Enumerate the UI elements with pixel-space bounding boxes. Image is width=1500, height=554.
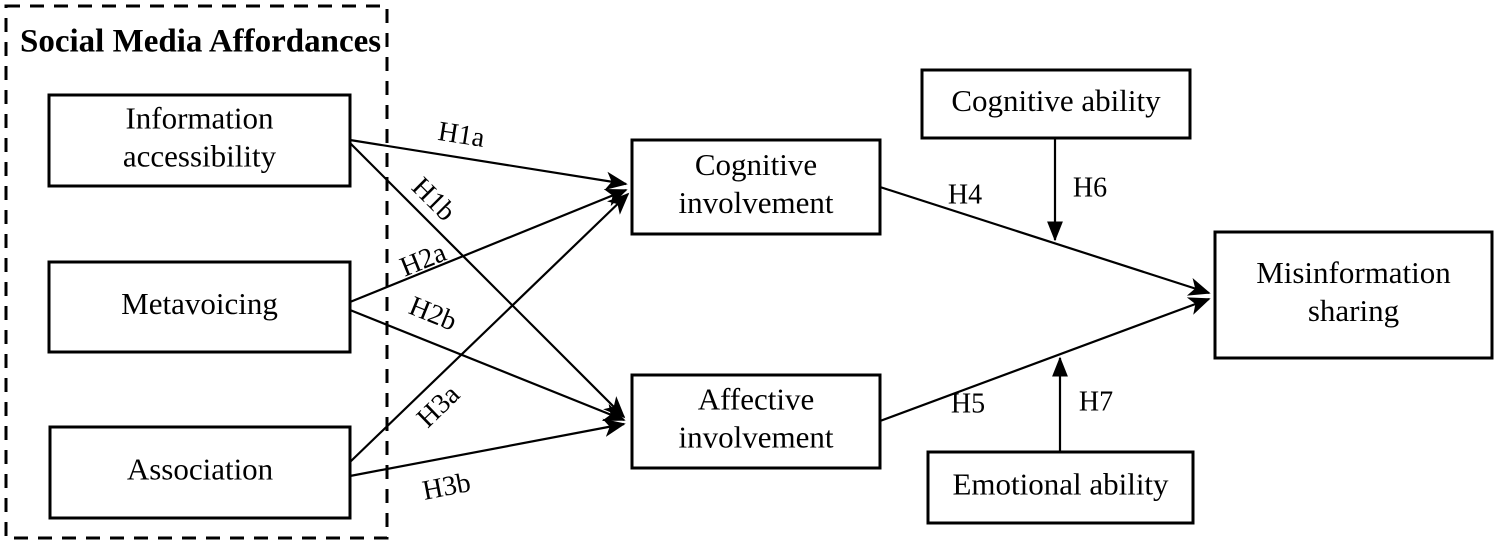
node-label-emotional-ability-line1: Emotional ability: [952, 467, 1169, 502]
social-media-affordances-group: Social Media Affordances: [4, 4, 389, 540]
edge-h3b: [349, 418, 626, 478]
edge-h2b: [349, 308, 626, 422]
group-title: Social Media Affordances: [20, 24, 381, 60]
node-label-association-line1: Association: [127, 452, 274, 487]
edge-h2a: [349, 188, 628, 304]
node-label-cognitive-involvement-line1: Cognitive: [695, 147, 817, 182]
edges-layer: [349, 138, 1211, 478]
node-label-cognitive-ability-line1: Cognitive ability: [951, 83, 1161, 118]
edge-label-h3b: H3b: [420, 467, 473, 507]
node-box-misinformation-sharing[interactable]: [1213, 230, 1494, 360]
node-metavoicing[interactable]: Metavoicing: [47, 260, 352, 354]
edge-label-h6: H6: [1073, 172, 1107, 203]
edge-h4: [879, 185, 1211, 296]
edge-label-h5: H5: [951, 388, 985, 419]
edge-h3a: [349, 192, 630, 463]
node-label-affective-involvement-line2: involvement: [679, 420, 834, 455]
node-box-affective-involvement[interactable]: [630, 373, 882, 470]
node-cognitive-ability[interactable]: Cognitive ability: [920, 68, 1192, 140]
node-box-cognitive-ability[interactable]: [920, 68, 1192, 140]
group-dashed-border: [4, 4, 389, 540]
node-box-information-accessibility[interactable]: [47, 93, 352, 188]
node-label-misinformation-sharing-line2: sharing: [1308, 293, 1399, 328]
node-label-metavoicing-line1: Metavoicing: [121, 286, 278, 321]
edge-label-h1b: H1b: [405, 172, 461, 228]
node-association[interactable]: Association: [48, 425, 352, 520]
node-box-metavoicing[interactable]: [47, 260, 352, 354]
node-label-misinformation-sharing-line1: Misinformation: [1256, 255, 1451, 290]
edge-h1b: [349, 142, 626, 419]
edge-label-h1a: H1a: [436, 116, 487, 154]
node-box-cognitive-involvement[interactable]: [630, 138, 882, 236]
nodes-layer: InformationaccessibilityMetavoicingAssoc…: [47, 68, 1494, 525]
node-label-information-accessibility-line2: accessibility: [123, 139, 277, 174]
node-box-association[interactable]: [48, 425, 352, 520]
node-label-information-accessibility-line1: Information: [125, 101, 274, 136]
node-label-affective-involvement-line1: Affective: [698, 382, 814, 417]
node-box-emotional-ability[interactable]: [926, 450, 1195, 525]
edge-h1a: [349, 138, 628, 190]
node-emotional-ability[interactable]: Emotional ability: [926, 450, 1195, 525]
edge-label-h2a: H2a: [396, 237, 451, 283]
edge-label-h7: H7: [1079, 386, 1113, 417]
edge-h5: [879, 297, 1211, 423]
node-label-cognitive-involvement-line2: involvement: [679, 185, 834, 220]
edge-label-h2b: H2b: [405, 291, 461, 338]
edge-label-h4: H4: [948, 179, 982, 210]
edge-label-h3a: H3a: [411, 379, 467, 434]
